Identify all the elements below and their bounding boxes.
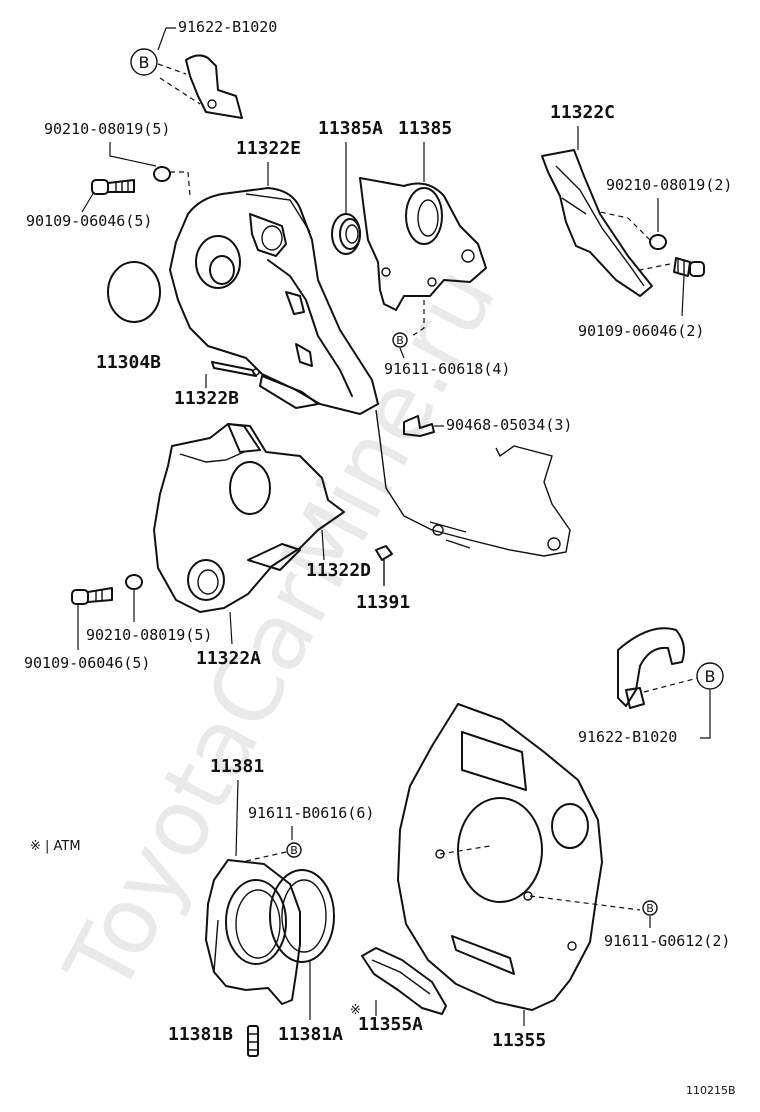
clip-90468: [403, 415, 435, 437]
diagram-code: 110215B: [686, 1084, 736, 1097]
label-91611-B0616: 91611-B0616(6): [248, 804, 374, 822]
label-11391: 11391: [356, 592, 410, 613]
label-11381: 11381: [210, 756, 264, 777]
bolt-lower-left: [71, 587, 113, 605]
svg-text:B: B: [290, 844, 298, 857]
label-90109-b: 90109-06046(2): [578, 322, 704, 340]
ref-b-bottom: B: [696, 662, 724, 690]
rear-oil-seal-retainer-11381: [205, 859, 301, 1005]
cover-11322C: [541, 149, 653, 297]
label-91611-60618: 91611-60618(4): [384, 360, 510, 378]
bolt-upper-left: [91, 179, 135, 195]
rear-oil-seal-11381A: [269, 869, 335, 963]
washer-upper-left: [153, 166, 171, 182]
bolt-right: [673, 257, 705, 277]
ref-b-11355: B: [642, 900, 658, 916]
ref-b-top: B: [130, 48, 158, 76]
label-90210-c: 90210-08019(5): [86, 626, 212, 644]
label-90109-a: 90109-06046(5): [26, 212, 152, 230]
washer-right: [649, 234, 667, 250]
label-11322D: 11322D: [306, 560, 371, 581]
pin-11391: [375, 545, 393, 586]
svg-text:B: B: [139, 53, 150, 72]
label-11322A: 11322A: [196, 648, 261, 669]
timing-cover-11322A: [153, 423, 345, 613]
label-11304B: 11304B: [96, 352, 161, 373]
oil-seal-11385A: [331, 213, 361, 255]
label-91622-bottom: 91622-B1020: [578, 728, 677, 746]
timing-cover-11322E: [169, 187, 379, 415]
dust-cover-11355A: [361, 947, 447, 1015]
label-11355A: 11355A: [358, 1014, 423, 1035]
oil-seal-retainer-11385: [359, 177, 487, 311]
label-11322B: 11322B: [174, 388, 239, 409]
label-11385: 11385: [398, 118, 452, 139]
label-90468: 90468-05034(3): [446, 416, 572, 434]
label-90210-a: 90210-08019(5): [44, 120, 170, 138]
mark-11355A: ※: [350, 1003, 361, 1018]
label-11322E: 11322E: [236, 138, 301, 159]
svg-text:B: B: [646, 902, 654, 915]
end-plate-11355: [397, 703, 603, 1011]
label-90210-b: 90210-08019(2): [606, 176, 732, 194]
label-11355: 11355: [492, 1030, 546, 1051]
clamp-bottom-part: [617, 627, 685, 709]
label-90109-c: 90109-06046(5): [24, 654, 150, 672]
plug-11304B: [107, 261, 161, 323]
label-11385A: 11385A: [318, 118, 383, 139]
note-atm: ※ | ATM: [30, 839, 81, 854]
gasket-11322B: [211, 361, 260, 377]
svg-text:B: B: [396, 334, 404, 347]
ref-b-11381: B: [286, 842, 302, 858]
label-91611-G0612: 91611-G0612(2): [604, 932, 730, 950]
washer-lower-left: [125, 574, 143, 590]
engine-block-outline: [375, 409, 571, 557]
svg-text:B: B: [705, 667, 716, 686]
ref-b-11385: B: [392, 332, 408, 348]
label-11381A: 11381A: [278, 1024, 343, 1045]
dowel-11381B: [247, 1025, 259, 1057]
label-91622-top: 91622-B1020: [178, 18, 277, 36]
label-11322C: 11322C: [550, 102, 615, 123]
clamp-top-part: [157, 54, 243, 119]
label-11381B: 11381B: [168, 1024, 233, 1045]
